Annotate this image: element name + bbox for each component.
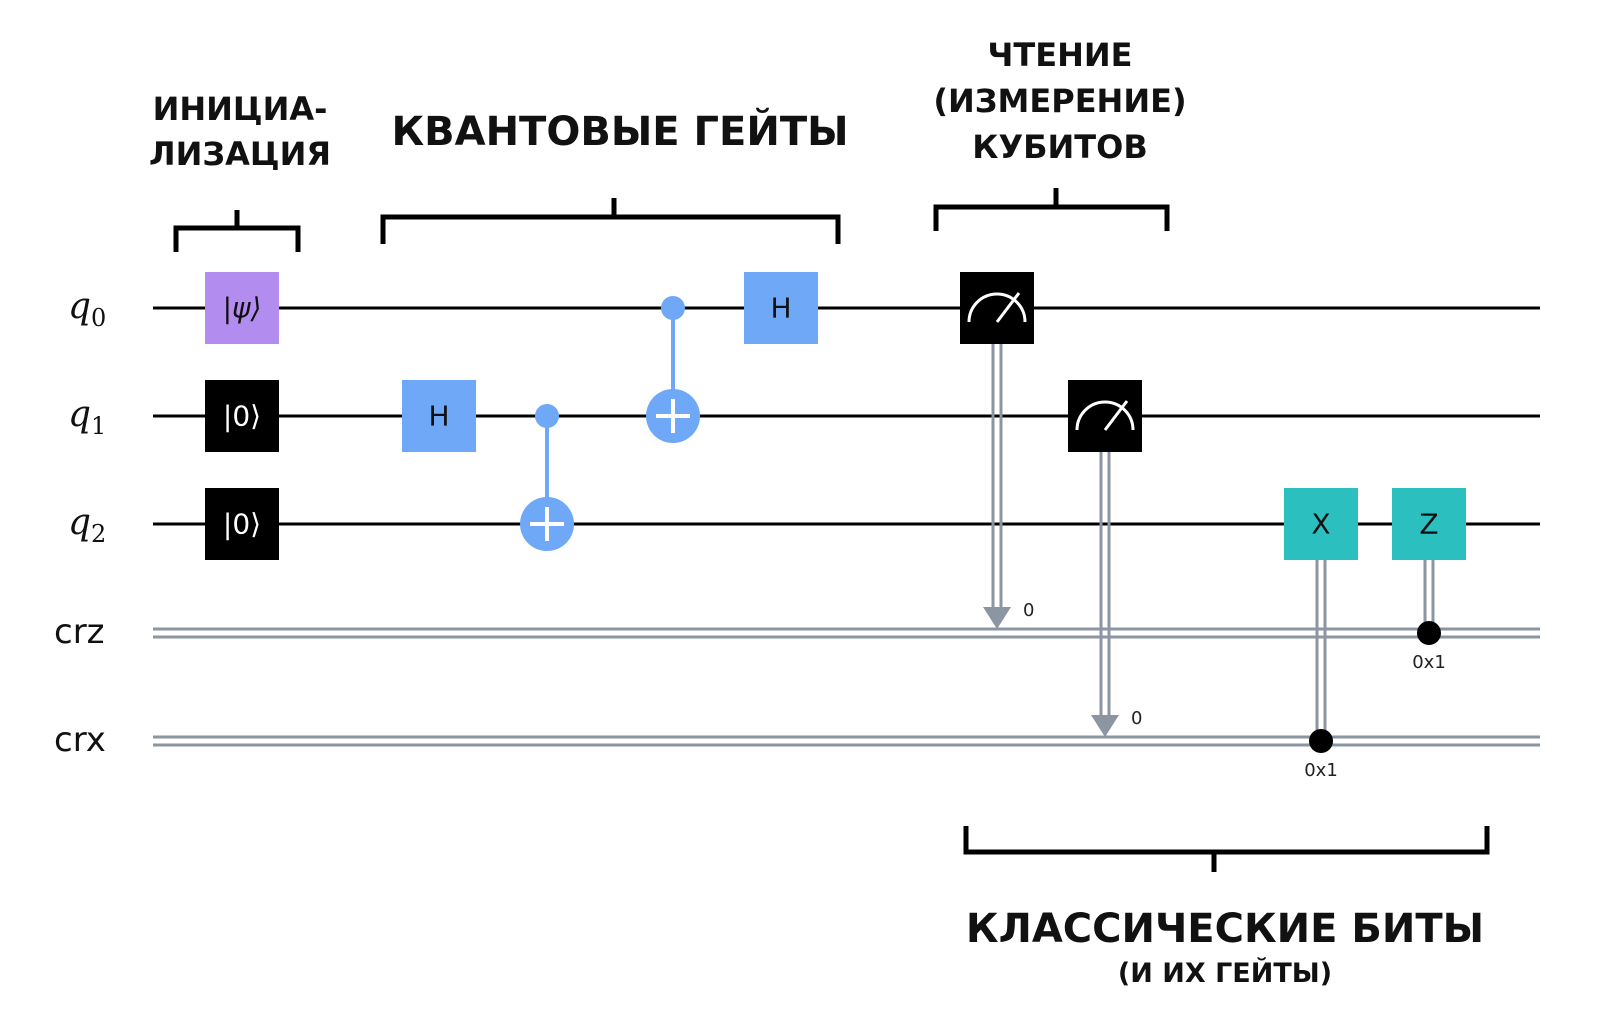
bracket-initialization [173, 210, 301, 252]
bracket-quantum-gates [380, 198, 841, 244]
bracket-classical-bits [963, 826, 1490, 872]
wire-label-q1: q1 [68, 394, 106, 440]
annotation-measurement-line-3: КУБИТОВ [972, 128, 1147, 166]
condition-label: 0x1 [1304, 760, 1338, 781]
wire-label-q2: q2 [68, 502, 106, 548]
gate-psi-q0: |ψ⟩ [205, 272, 279, 344]
annotation-initialization-line-2: ЛИЗАЦИЯ [149, 135, 331, 173]
measurement-bit-label: 0 [1131, 708, 1142, 729]
gate-x-q2-controlled-by-crx: X 0x1 [1284, 488, 1358, 781]
gate-h-q1: H [402, 380, 476, 452]
cnot-q0-q1 [646, 296, 700, 443]
svg-text:H: H [428, 400, 449, 433]
measurement-arrow [983, 607, 1011, 629]
cnot-control-dot [661, 296, 685, 320]
wire-label-q0: q0 [68, 286, 106, 332]
wire-label-crz: crz [54, 612, 105, 652]
svg-text:|0⟩: |0⟩ [223, 508, 261, 541]
annotation-measurement-line-2: (ИЗМЕРЕНИЕ) [933, 82, 1186, 120]
gate-init-zero-q1: |0⟩ [205, 380, 279, 452]
svg-text:X: X [1311, 508, 1330, 541]
classical-wire-crx [153, 735, 1540, 747]
annotation-classical-bits-label: КЛАССИЧЕСКИЕ БИТЫ [966, 906, 1484, 952]
classical-control-dot [1309, 729, 1333, 753]
cnot-q1-q2 [520, 404, 574, 551]
annotation-quantum-gates-label: КВАНТОВЫЕ ГЕЙТЫ [391, 107, 848, 155]
measurement-q1-to-crx: 0 [1068, 380, 1142, 737]
cnot-control-dot [535, 404, 559, 428]
svg-text:Z: Z [1419, 508, 1438, 541]
svg-text:|ψ⟩: |ψ⟩ [223, 292, 262, 325]
annotation-quantum-gates: КВАНТОВЫЕ ГЕЙТЫ [380, 107, 849, 244]
measurement-bit-label: 0 [1023, 600, 1034, 621]
annotation-measurement-line-1: ЧТЕНИЕ [988, 36, 1133, 74]
gate-h-q0: H [744, 272, 818, 344]
classical-wire-crz [153, 627, 1540, 639]
gate-z-q2-controlled-by-crz: Z 0x1 [1392, 488, 1466, 673]
classical-control-dot [1417, 621, 1441, 645]
measurement-q0-to-crz: 0 [960, 272, 1034, 629]
svg-text:|0⟩: |0⟩ [223, 400, 261, 433]
meter-icon [1075, 400, 1135, 431]
condition-label: 0x1 [1412, 652, 1446, 673]
annotation-measurement: ЧТЕНИЕ (ИЗМЕРЕНИЕ) КУБИТОВ [933, 36, 1187, 231]
annotation-classical-bits: КЛАССИЧЕСКИЕ БИТЫ (И ИХ ГЕЙТЫ) [963, 826, 1490, 989]
annotation-initialization: ИНИЦИА- ЛИЗАЦИЯ [149, 90, 331, 252]
measurement-arrow [1091, 715, 1119, 737]
wire-label-crx: crx [54, 720, 106, 760]
annotation-initialization-line-1: ИНИЦИА- [153, 90, 328, 128]
meter-icon [967, 292, 1027, 323]
svg-text:H: H [770, 292, 791, 325]
bracket-measurement [933, 188, 1170, 231]
annotation-classical-bits-sublabel: (И ИХ ГЕЙТЫ) [1118, 957, 1332, 989]
gate-init-zero-q2: |0⟩ [205, 488, 279, 560]
